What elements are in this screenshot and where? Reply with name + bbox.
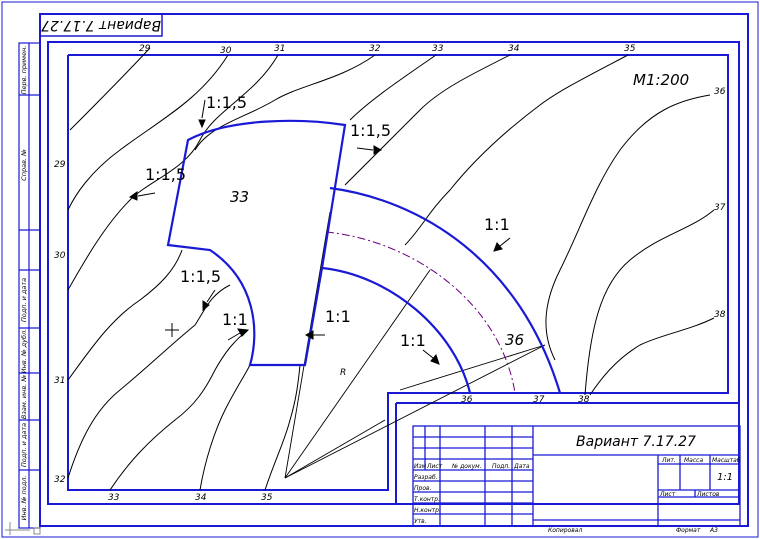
tb-copied: Копировал [548,527,582,534]
slope-label-5: 1:1 [484,215,510,234]
construction-lines [284,211,546,479]
contour-num-top-33: 33 [432,44,444,54]
contour-35-top [404,54,629,246]
road-section-line [284,344,546,479]
contour-33-bottom [109,329,249,491]
contour-num-bottom-34: 34 [195,493,207,503]
contour-num-right-37: 37 [714,203,726,213]
side-label-4: Инв. № дубл. [20,329,28,373]
platform-level: 33 [230,188,249,206]
slope-label-1: 1:1,5 [206,93,247,112]
contour-31-left [67,249,183,381]
title-block-title: Вариант 7.17.27 [576,434,696,450]
slope-label-3: 1:1,5 [350,121,391,140]
ray-line-3 [399,344,546,391]
origin-marker [5,522,41,535]
road-inner-edge [321,266,472,394]
contour-num-left-30: 30 [54,251,66,261]
side-strip [18,42,41,529]
tb-format: Формат [676,527,701,534]
contour-num-right-38: 38 [714,310,726,320]
tb-col-date: Дата [513,463,530,470]
tb-format-value: А3 [709,527,718,534]
slope-arrows [128,99,511,365]
contour-num-inner-37: 37 [533,395,545,405]
contour-31-top [67,54,279,291]
contour-33-top [349,54,437,121]
radius-label: R [340,368,346,378]
contour-34-top [344,54,511,186]
tb-row-prov: Пров. [414,485,432,492]
contour-num-inner-36: 36 [461,395,473,405]
tb-mass-label: Масса [684,457,703,464]
slope-label-4: 1:1,5 [180,267,221,286]
radius-line [284,269,431,479]
plan-frame-outer [47,41,740,505]
side-label-2: Справ. № [20,149,28,181]
plan-frame-inner [67,54,729,491]
side-label-3: Подп. и дата [20,278,28,322]
platform-outline [166,119,347,367]
road-outer-edge [329,186,562,394]
contour-num-right-36: 36 [714,87,726,97]
contour-num-bottom-33: 33 [108,493,120,503]
tb-sheets-label: Листов [696,491,720,498]
contour-num-left-32: 32 [54,475,66,485]
side-label-1: Перв. примен. [20,46,28,95]
contour-num-top-32: 32 [369,44,381,54]
tb-lit-label: Лит. [661,457,676,464]
tb-scale-label: Масштаб [712,457,741,464]
contour-34-bottom [199,364,251,491]
contour-num-top-35: 35 [624,44,636,54]
contour-num-top-31: 31 [274,44,285,54]
contour-num-top-34: 34 [508,44,520,54]
scale-label: М1:200 [633,71,689,89]
side-label-7: Инв. № подл. [20,476,28,521]
contour-numbers: 29 30 31 32 33 34 35 36 37 38 29 30 31 3… [54,44,726,503]
contour-30-top [67,54,229,211]
contour-num-top-30: 30 [220,46,232,56]
side-label-6: Подп. и дата [20,423,28,467]
contour-num-left-29: 29 [54,160,66,170]
tb-col-izm: Изм [414,463,427,470]
tb-col-list: Лист [426,463,443,470]
contour-num-bottom-35: 35 [261,493,273,503]
contour-36-right [545,94,711,361]
top-stamp: Вариант 7.17.27 [39,13,163,37]
tb-col-doc: № докум. [451,463,482,470]
survey-cross [165,323,179,337]
slope-label-6: 1:1 [222,310,248,329]
ray-line-2 [284,419,386,479]
tb-row-nkontr: Н.контр. [414,507,441,514]
contour-35-bottom [264,364,301,491]
tb-row-utv: Утв. [414,518,427,525]
contour-32-left [67,284,231,479]
side-label-5: Взам. инв. № [20,375,28,419]
road-arcs [321,186,562,394]
tb-row-razrab: Разраб. [414,474,438,481]
contour-num-inner-38: 38 [578,395,590,405]
top-stamp-text: Вариант 7.17.27 [41,17,161,33]
road-axis [325,231,516,394]
contour-num-top-29: 29 [139,44,151,54]
tb-col-podp: Подп. [492,463,510,470]
contour-38-right [589,317,715,396]
slope-label-8: 1:1 [400,331,426,350]
tb-sheet-label: Лист [659,491,676,498]
contour-29-top [69,47,151,131]
slope-label-7: 1:1 [325,307,351,326]
contour-37-right [584,209,715,396]
slope-label-2: 1:1,5 [145,165,186,184]
contour-num-left-31: 31 [54,376,65,386]
title-block [412,425,741,527]
road-level: 36 [505,331,524,349]
contour-lines [67,47,715,491]
tb-scale-value: 1:1 [717,472,733,483]
tb-row-tkontr: Т.контр. [414,496,440,503]
